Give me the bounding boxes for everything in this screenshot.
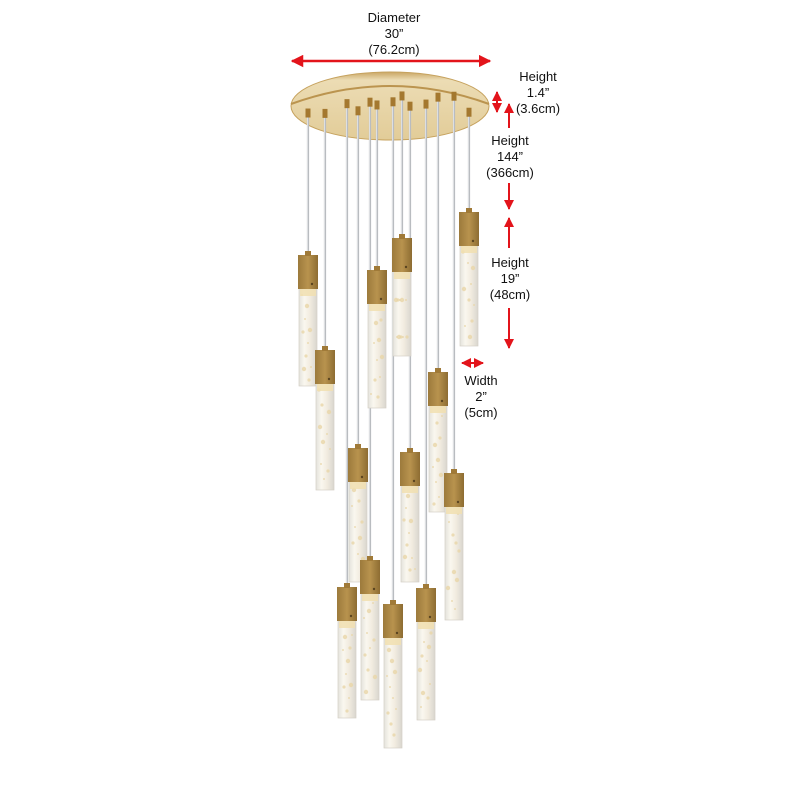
crystal-rod (383, 635, 403, 749)
canopy-port (322, 108, 328, 118)
pendant-light (459, 208, 479, 347)
cable-height-label: Height 144” (366cm) (480, 133, 540, 181)
pendant-width-label: Width 2” (5cm) (455, 373, 507, 421)
canopy-height-imperial: 1.4” (526, 85, 550, 100)
brass-cap (459, 212, 479, 246)
brass-cap (360, 560, 380, 594)
canopy-port (407, 101, 413, 111)
brass-cap (383, 604, 403, 638)
crystal-rod (315, 381, 335, 491)
pendant-width-title: Width (464, 373, 498, 388)
cable-height-title: Height (491, 133, 529, 148)
pendant-height-label: Height 19” (48cm) (480, 255, 540, 303)
cable-height-imperial: 144” (496, 149, 524, 164)
crystal-rod (392, 269, 412, 357)
brass-cap (337, 587, 357, 621)
pendant-light (360, 556, 380, 701)
cable-height-metric: (366cm) (486, 165, 534, 180)
pendant-light (416, 584, 436, 721)
diameter-imperial: 30” (384, 26, 404, 41)
pendant-light (392, 234, 412, 357)
brass-cap (428, 372, 448, 406)
canopy-port (466, 107, 472, 117)
crystal-rod (337, 618, 357, 719)
brass-cap (392, 238, 412, 272)
pendant-light (315, 346, 335, 491)
pendant-light (400, 448, 420, 583)
canopy-height-metric: (3.6cm) (515, 101, 561, 116)
pendant-light (367, 266, 387, 409)
canopy-port (305, 108, 311, 118)
pendant-width-imperial: 2” (475, 389, 487, 404)
brass-cap (400, 452, 420, 486)
pendant-light (348, 444, 368, 583)
crystal-rod (367, 301, 387, 409)
pendant-light (298, 251, 318, 387)
pendant-height-metric: (48cm) (489, 287, 531, 302)
canopy-height-title: Height (519, 69, 557, 84)
crystal-rod (298, 286, 318, 387)
brass-cap (315, 350, 335, 384)
canopy-port (390, 97, 396, 107)
pendant-height-imperial: 19” (500, 271, 520, 286)
brass-cap (298, 255, 318, 289)
brass-cap (367, 270, 387, 304)
brass-cap (348, 448, 368, 482)
pendant-height-title: Height (491, 255, 529, 270)
pendant-light (383, 600, 403, 749)
diameter-metric: (76.2cm) (368, 42, 420, 57)
canopy-port (374, 100, 380, 110)
brass-cap (444, 473, 464, 507)
canopy-port (355, 106, 361, 116)
pendant-width-metric: (5cm) (464, 405, 498, 420)
diameter-label: Diameter 30” (76.2cm) (339, 10, 449, 58)
canopy-port (344, 99, 350, 109)
pendant-light (444, 469, 464, 621)
ceiling-canopy (290, 71, 490, 141)
pendant-light (337, 583, 357, 719)
crystal-rod (459, 243, 479, 347)
pendant-cables (306, 95, 471, 604)
brass-cap (416, 588, 436, 622)
pendant-lights (298, 208, 479, 749)
canopy-port (423, 99, 429, 109)
pendant-light (428, 368, 448, 513)
canopy-port (399, 91, 405, 101)
canopy-port (435, 92, 441, 102)
canopy-port (367, 97, 373, 107)
canopy-port (451, 91, 457, 101)
crystal-rod (444, 504, 464, 621)
diameter-title: Diameter (367, 10, 421, 25)
canopy-ports (305, 91, 472, 118)
canopy-height-label: Height 1.4” (3.6cm) (508, 69, 568, 117)
crystal-rod (360, 591, 380, 701)
